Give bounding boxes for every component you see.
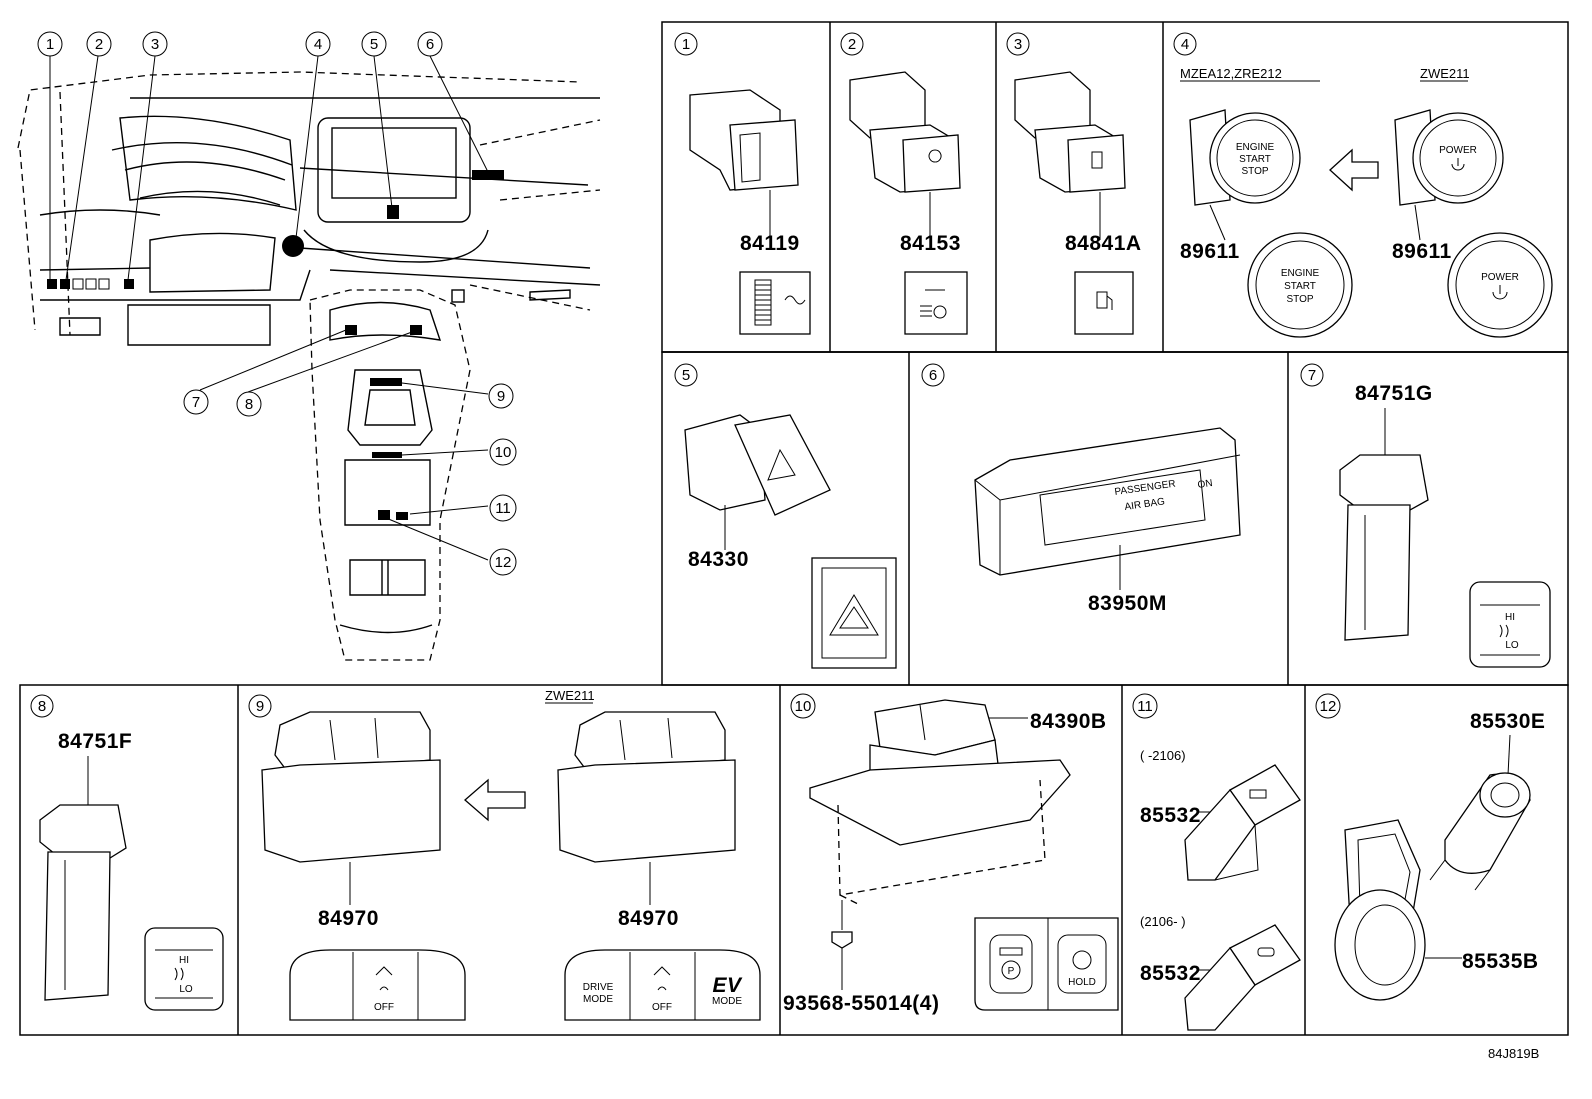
mode-label-2: MODE xyxy=(712,996,742,1007)
part-number-85532-top: 85532 xyxy=(1140,804,1201,827)
part-number-89611-left: 89611 xyxy=(1180,240,1240,263)
panel-8-number: 8 xyxy=(38,698,46,715)
callout-circles: 1 2 3 4 5 6 7 8 9 10 11 12 xyxy=(37,31,517,576)
part-number-84751F: 84751F xyxy=(58,730,132,753)
panel-4: 4 MZEA12,ZRE212 ZWE211 ENGINE START STOP… xyxy=(1173,32,1553,338)
start-label-2: START xyxy=(1284,281,1316,292)
part-number-84970-right: 84970 xyxy=(618,907,679,930)
panel-4-number: 4 xyxy=(1181,36,1189,53)
part-number-84970-left: 84970 xyxy=(318,907,379,930)
part-number-89611-right: 89611 xyxy=(1392,240,1452,263)
ev-label: EV xyxy=(712,974,743,997)
panel-11: 11 ( -2106) 85532 (2106- ) 85532 xyxy=(1132,693,1301,1031)
range-top: ( -2106) xyxy=(1140,748,1186,763)
part-number-85530E: 85530E xyxy=(1470,710,1545,733)
hi-label-2: HI xyxy=(179,955,189,966)
mode-label-1: MODE xyxy=(583,994,613,1005)
p-label: P xyxy=(1008,966,1015,977)
part-number-84751G: 84751G xyxy=(1355,382,1433,405)
part-number-83950M: 83950M xyxy=(1088,592,1167,615)
panel-1: 1 84119 xyxy=(674,32,811,335)
on-label: ON xyxy=(1197,478,1213,491)
lo-label-1: LO xyxy=(1505,640,1519,651)
variant-label-zwe211: ZWE211 xyxy=(545,688,595,703)
callout-2: 2 xyxy=(95,36,103,53)
panel-9: 9 ZWE211 84970 84970 OFF DRIVE MODE OFF … xyxy=(248,688,761,1021)
panel-2: 2 84153 xyxy=(840,32,968,335)
stop-label-2: STOP xyxy=(1286,294,1313,305)
callout-12: 12 xyxy=(495,554,512,571)
hold-label: HOLD xyxy=(1068,977,1096,988)
callout-10: 10 xyxy=(495,444,512,461)
panel-3-number: 3 xyxy=(1014,36,1022,53)
part-number-84119: 84119 xyxy=(740,232,800,255)
callout-8: 8 xyxy=(245,396,253,413)
part-number-84390B: 84390B xyxy=(1030,710,1107,733)
panel-7-number: 7 xyxy=(1308,367,1316,384)
variant-label-right: ZWE211 xyxy=(1420,66,1470,81)
panel-7: 7 84751G HI LO xyxy=(1300,363,1551,668)
panel-5: 5 84330 xyxy=(674,363,897,669)
panel-5-number: 5 xyxy=(682,367,690,384)
callout-5: 5 xyxy=(370,36,378,53)
variant-label-left: MZEA12,ZRE212 xyxy=(1180,66,1282,81)
part-number-85532-bottom: 85532 xyxy=(1140,962,1201,985)
part-number-84330: 84330 xyxy=(688,548,749,571)
panel-1-number: 1 xyxy=(682,36,690,53)
callout-7: 7 xyxy=(192,394,200,411)
panel-grid xyxy=(19,21,1569,1036)
callout-11: 11 xyxy=(495,500,511,517)
panel-10: 10 84390B 93568-55014(4) P HOLD xyxy=(783,693,1119,1015)
part-number-85535B: 85535B xyxy=(1462,950,1539,973)
panel-8: 8 84751F HI LO xyxy=(30,694,224,1011)
part-number-84153: 84153 xyxy=(900,232,961,255)
part-number-84841A: 84841A xyxy=(1065,232,1142,255)
panel-3: 3 84841A xyxy=(1006,32,1142,335)
callout-1: 1 xyxy=(46,36,54,53)
panel-6: 6 PASSENGER AIR BAG ON 83950M xyxy=(921,363,1241,615)
panel-12: 12 85530E 85535B xyxy=(1315,693,1545,1001)
panel-9-number: 9 xyxy=(256,698,264,715)
engine-label-1: ENGINE xyxy=(1236,142,1275,153)
hi-label-1: HI xyxy=(1505,612,1515,623)
drive-label: DRIVE xyxy=(583,982,614,993)
panel-11-number: 11 xyxy=(1137,698,1153,715)
callout-3: 3 xyxy=(151,36,159,53)
dashboard-overview: 1 2 3 4 5 6 7 8 9 10 11 12 xyxy=(17,31,601,661)
panel-2-number: 2 xyxy=(848,36,856,53)
part-number-93568: 93568-55014(4) xyxy=(783,992,939,1015)
lo-label-2: LO xyxy=(179,984,193,995)
power-label-1: POWER xyxy=(1439,145,1477,156)
start-label-1: START xyxy=(1239,154,1271,165)
diagram-code: 84J819B xyxy=(1488,1046,1539,1061)
callout-9: 9 xyxy=(497,388,505,405)
stop-label-1: STOP xyxy=(1241,166,1268,177)
off-label-1: OFF xyxy=(374,1002,394,1013)
power-label-2: POWER xyxy=(1481,272,1519,283)
panel-10-number: 10 xyxy=(795,698,812,715)
panel-6-number: 6 xyxy=(929,367,937,384)
callout-4: 4 xyxy=(314,36,322,53)
off-label-2: OFF xyxy=(652,1002,672,1013)
range-bottom: (2106- ) xyxy=(1140,914,1186,929)
callout-6: 6 xyxy=(426,36,434,53)
panel-12-number: 12 xyxy=(1320,698,1337,715)
engine-label-2: ENGINE xyxy=(1281,268,1320,279)
